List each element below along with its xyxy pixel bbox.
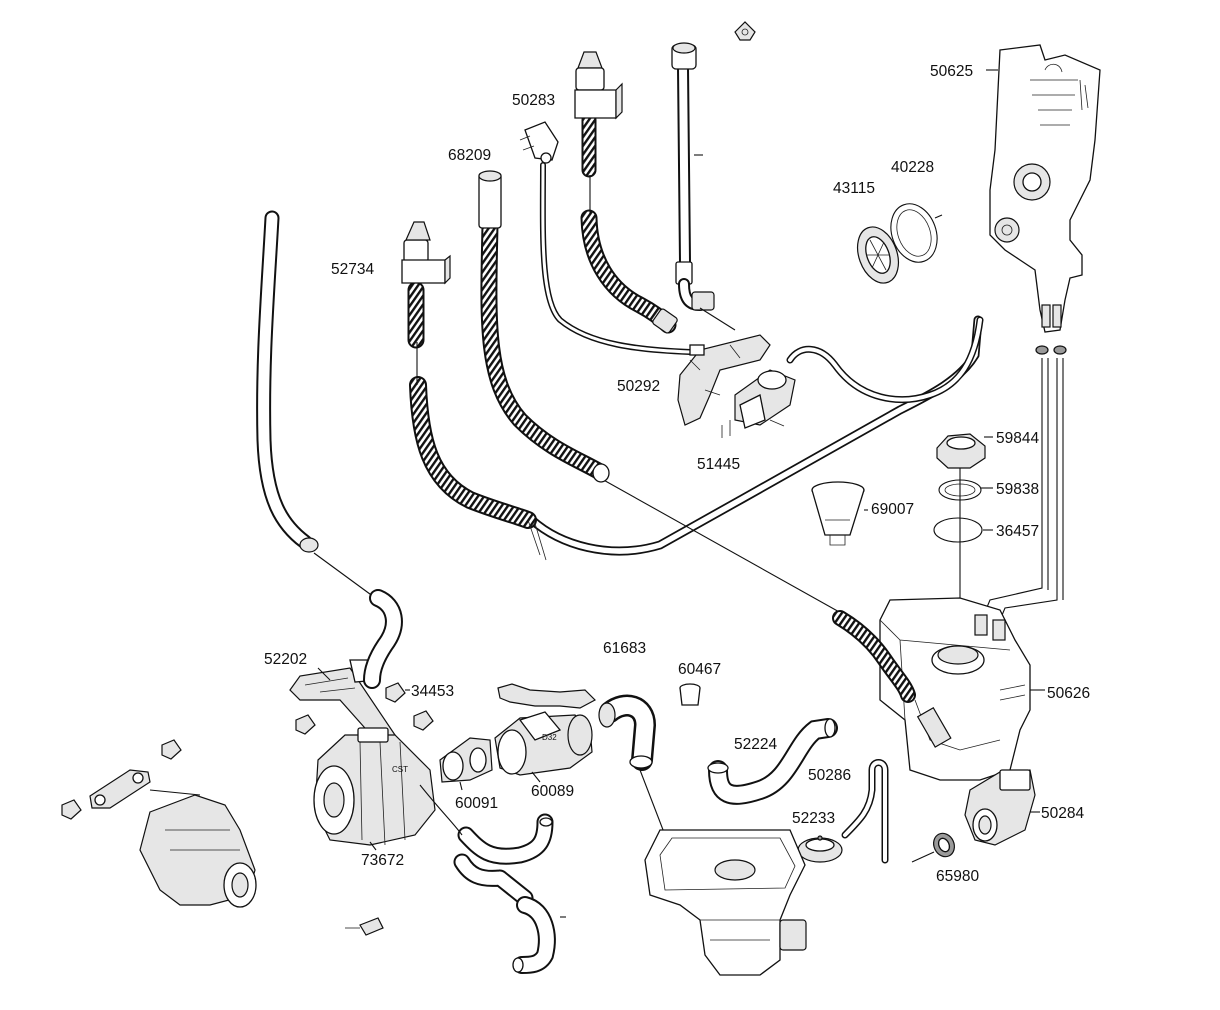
lower-hose-a [457, 813, 554, 865]
label-60091: 60091 [455, 795, 498, 812]
part-52224-hose [707, 718, 838, 805]
part-59838-ring [938, 479, 993, 501]
inlet-hose [671, 42, 736, 331]
label-50283: 50283 [512, 92, 555, 109]
label-43115: 43115 [833, 180, 875, 197]
part-50283-plug [519, 121, 559, 164]
part-59844-cap [936, 433, 993, 469]
part-65980-seal [911, 832, 955, 863]
part-52233-cap [797, 835, 843, 863]
part-69007-cup [811, 481, 868, 546]
label-61683: 61683 [603, 640, 646, 657]
part-labels: 50625 50283 68209 43115 40228 52734 5029… [264, 63, 1090, 885]
small-pin [345, 917, 384, 936]
label-40228: 40228 [891, 159, 934, 176]
label-68209: 68209 [448, 147, 491, 164]
tank-corrugated-inlet [832, 610, 916, 703]
part-51445-valve [721, 369, 796, 438]
part-36457-seal [933, 517, 993, 543]
part-50284-drain-pump [964, 769, 1040, 846]
part-60467-cap [679, 683, 701, 706]
label-50286: 50286 [808, 767, 851, 784]
label-36457: 36457 [996, 523, 1039, 540]
corrugated-hose-50283 [580, 112, 678, 334]
label-59838: 59838 [996, 481, 1039, 498]
label-59844: 59844 [996, 430, 1039, 447]
part-61683-elbow [598, 694, 666, 836]
label-73672: 73672 [361, 852, 404, 869]
part-73672-pump [313, 727, 436, 851]
label-60089: 60089 [531, 783, 574, 800]
clamp-34453-b [413, 710, 434, 731]
leader-68209 [599, 477, 851, 619]
small-clip [734, 21, 756, 41]
sump [644, 829, 807, 976]
label-52734: 52734 [331, 261, 374, 278]
label-50292: 50292 [617, 378, 660, 395]
corrugated-hose-52734 [407, 281, 547, 561]
label-52233: 52233 [792, 810, 835, 827]
corrugated-hose-68209 [478, 170, 610, 483]
curved-hose-top [363, 589, 403, 689]
pump-link [419, 784, 463, 836]
part-50283-connector [574, 51, 623, 120]
part-43115-filter-disc [856, 226, 900, 284]
heater-wire [497, 683, 596, 709]
label-69007: 69007 [871, 501, 914, 518]
part-50292-bracket [677, 334, 771, 426]
clamp-34453-a [385, 682, 406, 703]
clamp-left-a [295, 714, 316, 735]
label-34453: 34453 [411, 683, 454, 700]
vent-tube [786, 316, 984, 404]
part-40228-seal [890, 203, 943, 263]
circulation-tube [256, 210, 375, 598]
part-50625-panel [986, 44, 1101, 355]
lower-hose-b [453, 853, 566, 974]
clamp-left-c [61, 799, 82, 820]
left-drain-pump [139, 794, 257, 908]
part-50286-tube [841, 759, 889, 864]
label-51445: 51445 [697, 456, 740, 473]
power-cable [539, 162, 693, 355]
part-52734-connector [401, 221, 451, 285]
mark-d32: D32 [542, 733, 557, 742]
label-52202: 52202 [264, 651, 307, 668]
part-60091-coupling [439, 737, 493, 791]
label-60467: 60467 [678, 661, 721, 678]
part-60089-heater [494, 711, 593, 783]
label-50625: 50625 [930, 63, 973, 80]
label-65980: 65980 [936, 868, 979, 885]
clamp-left-b [161, 739, 182, 760]
part-50626-tank [879, 597, 1045, 781]
label-50626: 50626 [1047, 685, 1090, 702]
mark-cst: CST [392, 765, 408, 774]
label-50284: 50284 [1041, 805, 1084, 822]
left-connector [89, 769, 201, 809]
label-52224: 52224 [734, 736, 777, 753]
